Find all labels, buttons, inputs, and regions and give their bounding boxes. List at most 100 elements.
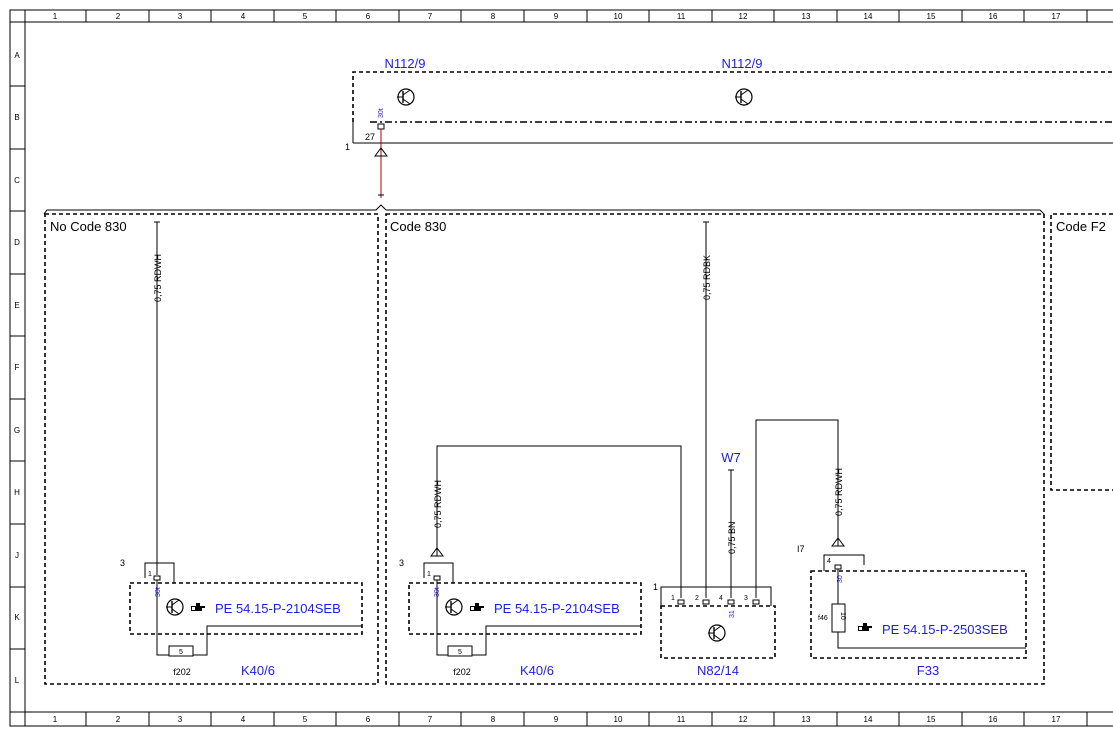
col-label: 9 (554, 715, 559, 724)
col-label: 9 (554, 12, 559, 21)
component-name: K40/6 (520, 663, 554, 678)
connector-ref: 3 (120, 558, 125, 568)
wire-label: 0,75 RDWH (153, 254, 163, 302)
col-label: 3 (178, 12, 183, 21)
col-label: 12 (739, 715, 748, 724)
col-label: 13 (802, 715, 811, 724)
module-name-right: N112/9 (722, 56, 763, 71)
row-label: D (14, 238, 20, 247)
pin-number: 3 (744, 595, 748, 602)
col-label: 1 (53, 715, 58, 724)
ground-name: W7 (721, 450, 741, 465)
diagram-frame (9, 9, 1113, 727)
col-label: 11 (677, 12, 686, 21)
pin-label: 30t (155, 587, 162, 597)
pin-number: 1 (148, 571, 152, 578)
connector-ref: I7 (797, 544, 805, 554)
pin-number: 4 (827, 558, 831, 565)
pin-label: 31 (729, 610, 736, 618)
fuse-name: f202 (173, 667, 191, 677)
component-name: N82/14 (697, 663, 739, 678)
col-label: 11 (677, 715, 686, 724)
wire-rdbk: 0,75 RDBK (702, 221, 712, 598)
connector-ref: 1 (653, 582, 658, 592)
module-n112-9[interactable]: N112/9 N112/9 30t 27 1 (345, 56, 1113, 152)
col-label: 5 (303, 12, 308, 21)
connector-ref: 1 (345, 142, 350, 152)
col-label: 13 (802, 12, 811, 21)
section-no-code-830: No Code 830 (44, 213, 379, 685)
fuse-box-f33[interactable]: I7 4 30 10 f46 PE 54.15-P-2503SEB F33 (797, 544, 1027, 678)
col-label: 4 (241, 715, 246, 724)
row-label: C (14, 176, 20, 185)
col-label: 15 (927, 715, 936, 724)
col-label: 16 (989, 715, 998, 724)
reference-hand-icon (470, 603, 484, 611)
col-label: 8 (491, 12, 496, 21)
col-label: 12 (739, 12, 748, 21)
transistor-icon (445, 598, 463, 616)
fuse-value: 5 (179, 649, 183, 656)
col-label: 2 (116, 12, 121, 21)
col-label: 6 (366, 12, 371, 21)
pin-number: 4 (719, 595, 723, 602)
fuse-value: 5 (458, 649, 462, 656)
col-label: 7 (428, 12, 433, 21)
connector-ref: 3 (399, 558, 404, 568)
transistor-icon (708, 624, 726, 642)
wire-rdwh-left: 0,75 RDWH (153, 221, 163, 575)
fuse-value: 10 (839, 612, 846, 620)
col-label: 14 (864, 715, 873, 724)
row-label: K (14, 613, 20, 622)
wire-label: 0,75 RDWH (433, 480, 443, 528)
col-label: 6 (366, 715, 371, 724)
row-label: J (15, 551, 19, 560)
ground-w7: W7 0,75 BN (721, 450, 741, 598)
col-label: 2 (116, 715, 121, 724)
section-code-f2: Code F2 (1050, 213, 1113, 491)
doc-reference[interactable]: PE 54.15-P-2503SEB (882, 622, 1008, 637)
wire-label: 0,75 RDWH (834, 468, 844, 516)
relay-k40-6-right[interactable]: 3 1 30t PE 54.15-P-2104SEB 5 f202 K40/6 (399, 558, 642, 678)
col-label: 1 (53, 12, 58, 21)
section-title: Code 830 (390, 219, 446, 234)
row-label: G (14, 426, 20, 435)
doc-reference[interactable]: PE 54.15-P-2104SEB (494, 601, 620, 616)
col-label: 10 (614, 715, 623, 724)
row-label: H (14, 488, 20, 497)
doc-reference[interactable]: PE 54.15-P-2104SEB (215, 601, 341, 616)
pin-label: 30t (378, 108, 385, 118)
col-label: 16 (989, 12, 998, 21)
section-title: Code F2 (1056, 219, 1106, 234)
module-n82-14[interactable]: 1 1 2 4 3 31 N82/14 (653, 582, 776, 678)
col-label: 3 (178, 715, 183, 724)
pin-number: 2 (695, 595, 699, 602)
component-name: F33 (917, 663, 939, 678)
pin-number: 1 (427, 571, 431, 578)
relay-k40-6-left[interactable]: 3 1 30t PE 54.15-P-2104SEB 5 f202 K40/6 (120, 558, 363, 678)
pin-number: 27 (365, 132, 375, 142)
pin-number: 1 (671, 595, 675, 602)
fuse-name: f202 (453, 667, 471, 677)
module-name-left: N112/9 (385, 56, 426, 71)
row-label: A (14, 51, 20, 60)
col-label: 15 (927, 12, 936, 21)
row-label: B (14, 113, 19, 122)
col-label: 7 (428, 715, 433, 724)
wire-rdwh-right: 0,75 RDWH (755, 419, 845, 598)
transistor-icon (166, 598, 184, 616)
column-labels-top: 1 2 3 4 5 6 7 8 9 10 11 12 13 14 15 16 1… (53, 12, 1061, 21)
transistor-icon (397, 88, 415, 106)
row-label: L (15, 676, 20, 685)
col-label: 14 (864, 12, 873, 21)
link-wire (374, 129, 388, 198)
col-label: 4 (241, 12, 246, 21)
row-label: E (14, 301, 19, 310)
col-label: 17 (1052, 715, 1061, 724)
transistor-icon (735, 88, 753, 106)
wire-label: 0,75 BN (727, 521, 737, 554)
col-label: 8 (491, 715, 496, 724)
row-label: F (15, 363, 20, 372)
column-labels-bottom: 1 2 3 4 5 6 7 8 9 10 11 12 13 14 15 16 1… (53, 715, 1061, 724)
